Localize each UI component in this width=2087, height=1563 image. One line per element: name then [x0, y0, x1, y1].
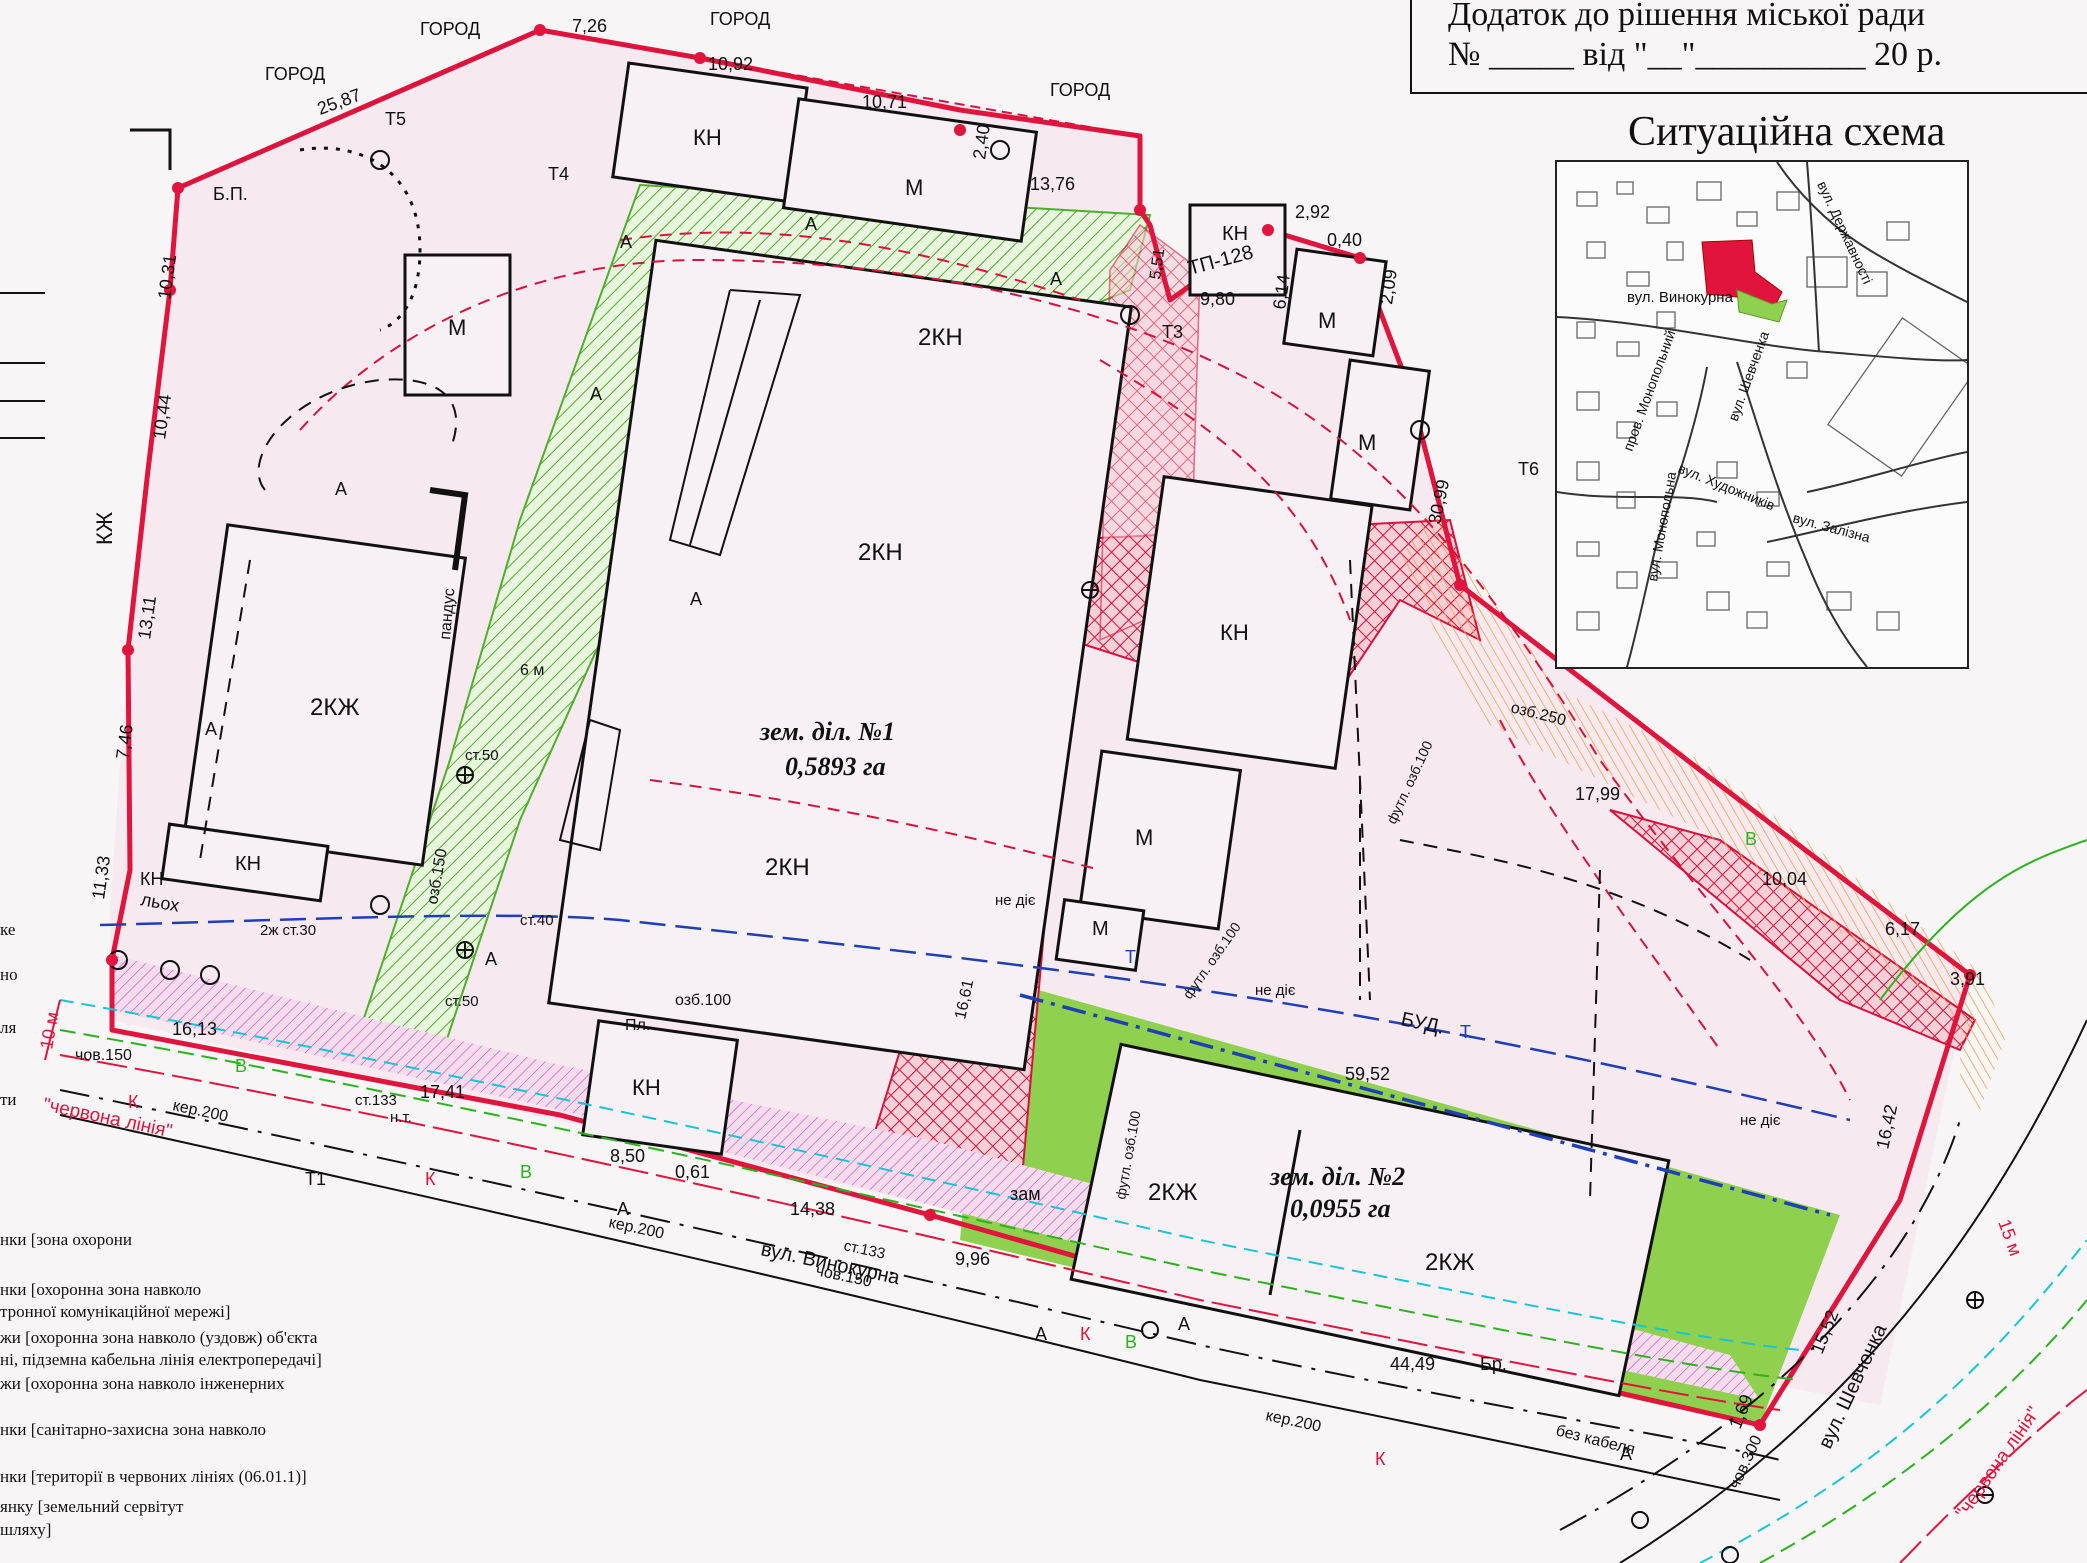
header-line-2: № _____ від "__"__________ 20 р.	[1448, 36, 1942, 73]
minimap-street-khudozhnykiv: вул. Художників	[1676, 460, 1777, 513]
legend-item-4: ти	[0, 1090, 17, 1109]
legend-item-10: жи [охоронна зона навколо інженерних	[0, 1374, 285, 1393]
kzh-bracket	[429, 487, 469, 571]
header-line-1: Додаток до рішення міської ради	[1448, 0, 1926, 33]
minimap-street-monopolna: вул. Монопольна	[1644, 470, 1679, 582]
legend-item-5: нки [зона охорони	[0, 1230, 132, 1249]
building-m-top	[781, 97, 1039, 243]
inner-boundary	[177, 28, 1141, 189]
internal-paths	[299, 231, 1851, 1101]
building-tp128	[1188, 203, 1287, 297]
corner-marker	[130, 128, 172, 170]
legend-item-9: ні, підземна кабельна лінія електроперед…	[0, 1350, 322, 1369]
building-kn-bottom	[581, 1019, 740, 1156]
legend-item-1: ке	[0, 920, 16, 939]
minimap-street-shevchenka: вул. Шевченка	[1725, 329, 1772, 423]
roof-details	[558, 289, 802, 852]
minimap-street-derzhavnosti: вул. Державності	[1814, 179, 1876, 287]
tree-markers	[108, 140, 1430, 985]
building-kn-small	[160, 822, 330, 903]
building-m-left	[403, 253, 512, 397]
legend-item-3: ля	[0, 1018, 17, 1037]
legend-item-11: нки [санітарно-захисна зона навколо	[0, 1420, 267, 1439]
minimap-street-monopolnyi: пров. Монопольний	[1620, 328, 1679, 453]
minimap-street-vynokurna: вул. Винокурна	[1627, 289, 1734, 306]
legend-line-4	[0, 437, 45, 439]
building-2kn-main	[547, 238, 1133, 1072]
building-kn-top	[611, 61, 809, 204]
legend-item-6: нки [охоронна зона навколо	[0, 1280, 202, 1299]
utility-blue-dashdot	[1019, 993, 1831, 1217]
dim-10m-line	[44, 999, 61, 1061]
minimap-plot-green	[1736, 289, 1788, 323]
legend-item-14: шляху]	[0, 1520, 52, 1539]
legend-item-8: жи [охоронна зона навколо (уздовж) об'єк…	[0, 1328, 318, 1347]
legend-item-13: янку [земельний сервітут	[0, 1497, 184, 1516]
building-2kzh-left	[182, 523, 468, 867]
legend-item-2: но	[0, 965, 18, 984]
building-2kzh-divider	[1268, 1129, 1302, 1296]
road-lines	[59, 839, 2087, 1563]
well-markers	[456, 581, 1994, 1563]
sanitary-zone-orange	[1400, 510, 2005, 1110]
legend-line-1	[0, 292, 45, 294]
boundary-vertices	[106, 24, 1976, 1431]
minimap-svg: вул. Державності вул. Винокурна пров. Мо…	[1557, 162, 1967, 667]
utility-blue	[99, 914, 1851, 1122]
building-m-tp	[1282, 247, 1388, 358]
building-kn-right	[1125, 474, 1374, 770]
decision-header: Додаток до рішення міської ради № _____ …	[1410, 0, 2087, 94]
legend-line-3	[0, 400, 45, 402]
legend-item-12: нки [території в червоних лініях (06.01.…	[0, 1467, 307, 1486]
minimap-street-zalizna: вул. Залізна	[1791, 509, 1872, 545]
building-m-right-1	[1077, 749, 1243, 931]
situation-title: Ситуаційна схема	[1628, 109, 1946, 155]
legend-item-7: тронної комунікаційної мережі]	[0, 1302, 231, 1321]
legend-line-2	[0, 362, 45, 364]
building-m-small	[1054, 898, 1146, 972]
building-m-right-2	[1328, 358, 1432, 512]
situation-minimap: вул. Державності вул. Винокурна пров. Мо…	[1555, 160, 1969, 669]
plot-boundary	[109, 27, 1973, 1428]
black-dashed-lines	[199, 378, 1751, 1201]
minimap-plot-red	[1701, 239, 1783, 313]
